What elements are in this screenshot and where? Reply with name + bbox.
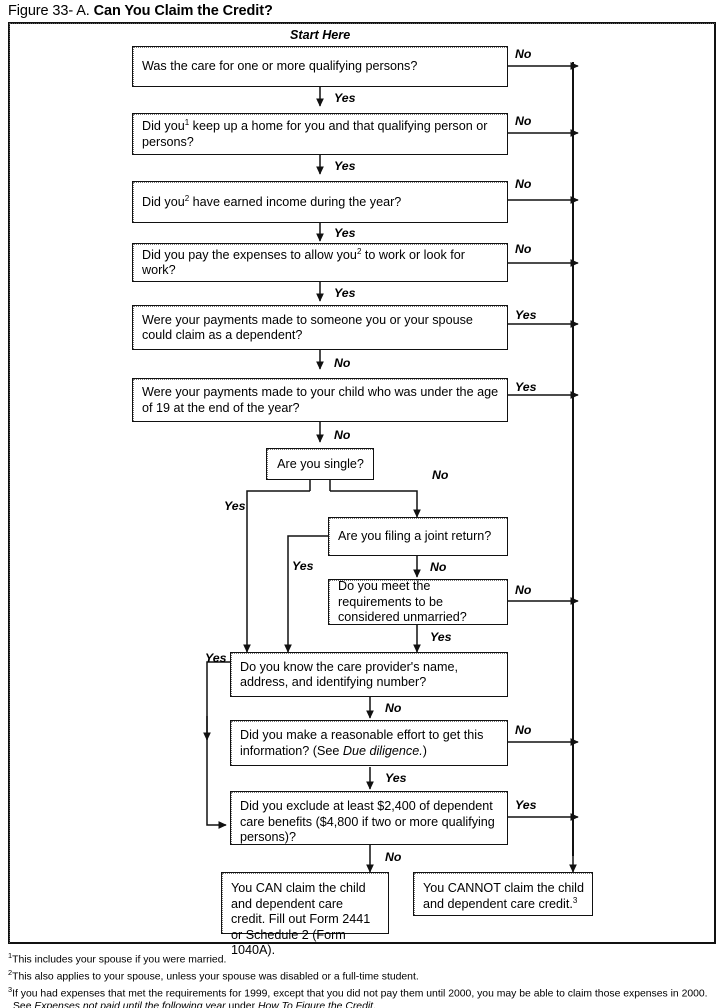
edge-label-q10-yes: Yes: [205, 651, 227, 665]
edge-label-q7-no: No: [432, 468, 449, 482]
node-q1[interactable]: Was the care for one or more qualifying …: [132, 46, 508, 87]
edge-label-q5-no: No: [334, 356, 351, 370]
node-q3-text: Did you2 have earned income during the y…: [142, 193, 402, 209]
edge-label-q12-no: No: [385, 850, 402, 864]
start-here-label: Start Here: [290, 28, 351, 42]
edge-label-q9-no: No: [515, 583, 532, 597]
node-q1-text: Was the care for one or more qualifying …: [142, 59, 418, 74]
edge-label-q6-yes: Yes: [515, 380, 537, 394]
node-q5-text: Were your payments made to someone you o…: [142, 312, 473, 343]
figure-frame: [8, 22, 716, 944]
edge-label-q5-yes: Yes: [515, 308, 537, 322]
node-q11[interactable]: Did you make a reasonable effort to get …: [230, 720, 508, 766]
node-q6[interactable]: Were your payments made to your child wh…: [132, 378, 508, 422]
node-q8[interactable]: Are you filing a joint return?: [328, 517, 508, 556]
node-q9[interactable]: Do you meet the requirements to be consi…: [328, 579, 508, 625]
node-q12[interactable]: Did you exclude at least $2,400 of depen…: [230, 791, 508, 845]
node-result-can[interactable]: You CAN claim the child and dependent ca…: [221, 872, 389, 957]
edge-label-q9-yes: Yes: [430, 630, 452, 644]
edge-label-q10-no: No: [385, 701, 402, 715]
footnotes: 1This includes your spouse if you were m…: [8, 950, 720, 1008]
node-result-can-text: You CAN claim the child and dependent ca…: [231, 881, 371, 957]
node-q8-text: Are you filing a joint return?: [338, 529, 492, 544]
footnote-ref-3: 3: [572, 895, 578, 905]
edge-label-q12-yes: Yes: [515, 798, 537, 812]
footnote-ref-2: 2: [184, 193, 190, 203]
edge-label-q2-yes: Yes: [334, 159, 356, 173]
node-q3[interactable]: Did you2 have earned income during the y…: [132, 181, 508, 223]
node-q4-text: Did you pay the expenses to allow you2 t…: [142, 246, 465, 277]
node-q7[interactable]: Are you single?: [266, 448, 374, 480]
figure-number: Figure 33- A.: [8, 3, 90, 19]
footnote-ref-1: 1: [184, 117, 190, 127]
node-q12-text: Did you exclude at least $2,400 of depen…: [240, 799, 495, 844]
node-q2[interactable]: Did you1 keep up a home for you and that…: [132, 113, 508, 155]
due-diligence-ref: Due diligence.: [342, 743, 423, 758]
edge-label-q11-no: No: [515, 723, 532, 737]
edge-label-q7-yes: Yes: [224, 499, 246, 513]
edge-label-q4-no: No: [515, 242, 532, 256]
edge-label-q8-no: No: [430, 560, 447, 574]
footnote-2: 2This also applies to your spouse, unles…: [8, 968, 419, 983]
edge-label-q6-no: No: [334, 428, 351, 442]
edge-label-q8-yes: Yes: [292, 559, 314, 573]
node-q5[interactable]: Were your payments made to someone you o…: [132, 305, 508, 350]
footnote-3: 3If you had expenses that met the requir…: [8, 985, 708, 1000]
edge-label-q1-yes: Yes: [334, 91, 356, 105]
edge-label-q3-no: No: [515, 177, 532, 191]
footnote-ref-2b: 2: [356, 246, 362, 256]
edge-label-q3-yes: Yes: [334, 226, 356, 240]
edge-label-q11-yes: Yes: [385, 771, 407, 785]
node-q4[interactable]: Did you pay the expenses to allow you2 t…: [132, 243, 508, 282]
node-result-cannot-text: You CANNOT claim the child and dependent…: [423, 881, 584, 911]
edge-label-q4-yes: Yes: [334, 286, 356, 300]
figure-title: Can You Claim the Credit?: [93, 3, 273, 19]
node-q9-text: Do you meet the requirements to be consi…: [338, 579, 467, 625]
footnote-3-continued: See Expenses not paid until the followin…: [13, 1001, 376, 1008]
node-q2-text: Did you1 keep up a home for you and that…: [142, 117, 488, 149]
node-q10[interactable]: Do you know the care provider's name, ad…: [230, 652, 508, 697]
edge-label-q2-no: No: [515, 114, 532, 128]
node-q11-text: Did you make a reasonable effort to get …: [240, 728, 484, 758]
footnote-1: 1This includes your spouse if you were m…: [8, 951, 227, 966]
figure-caption: Figure 33- A. Can You Claim the Credit?: [8, 3, 273, 19]
node-q7-text: Are you single?: [277, 456, 364, 471]
node-result-cannot[interactable]: You CANNOT claim the child and dependent…: [413, 872, 593, 916]
edge-label-q1-no: No: [515, 47, 532, 61]
node-q6-text: Were your payments made to your child wh…: [142, 385, 499, 415]
node-q10-text: Do you know the care provider's name, ad…: [240, 659, 459, 690]
